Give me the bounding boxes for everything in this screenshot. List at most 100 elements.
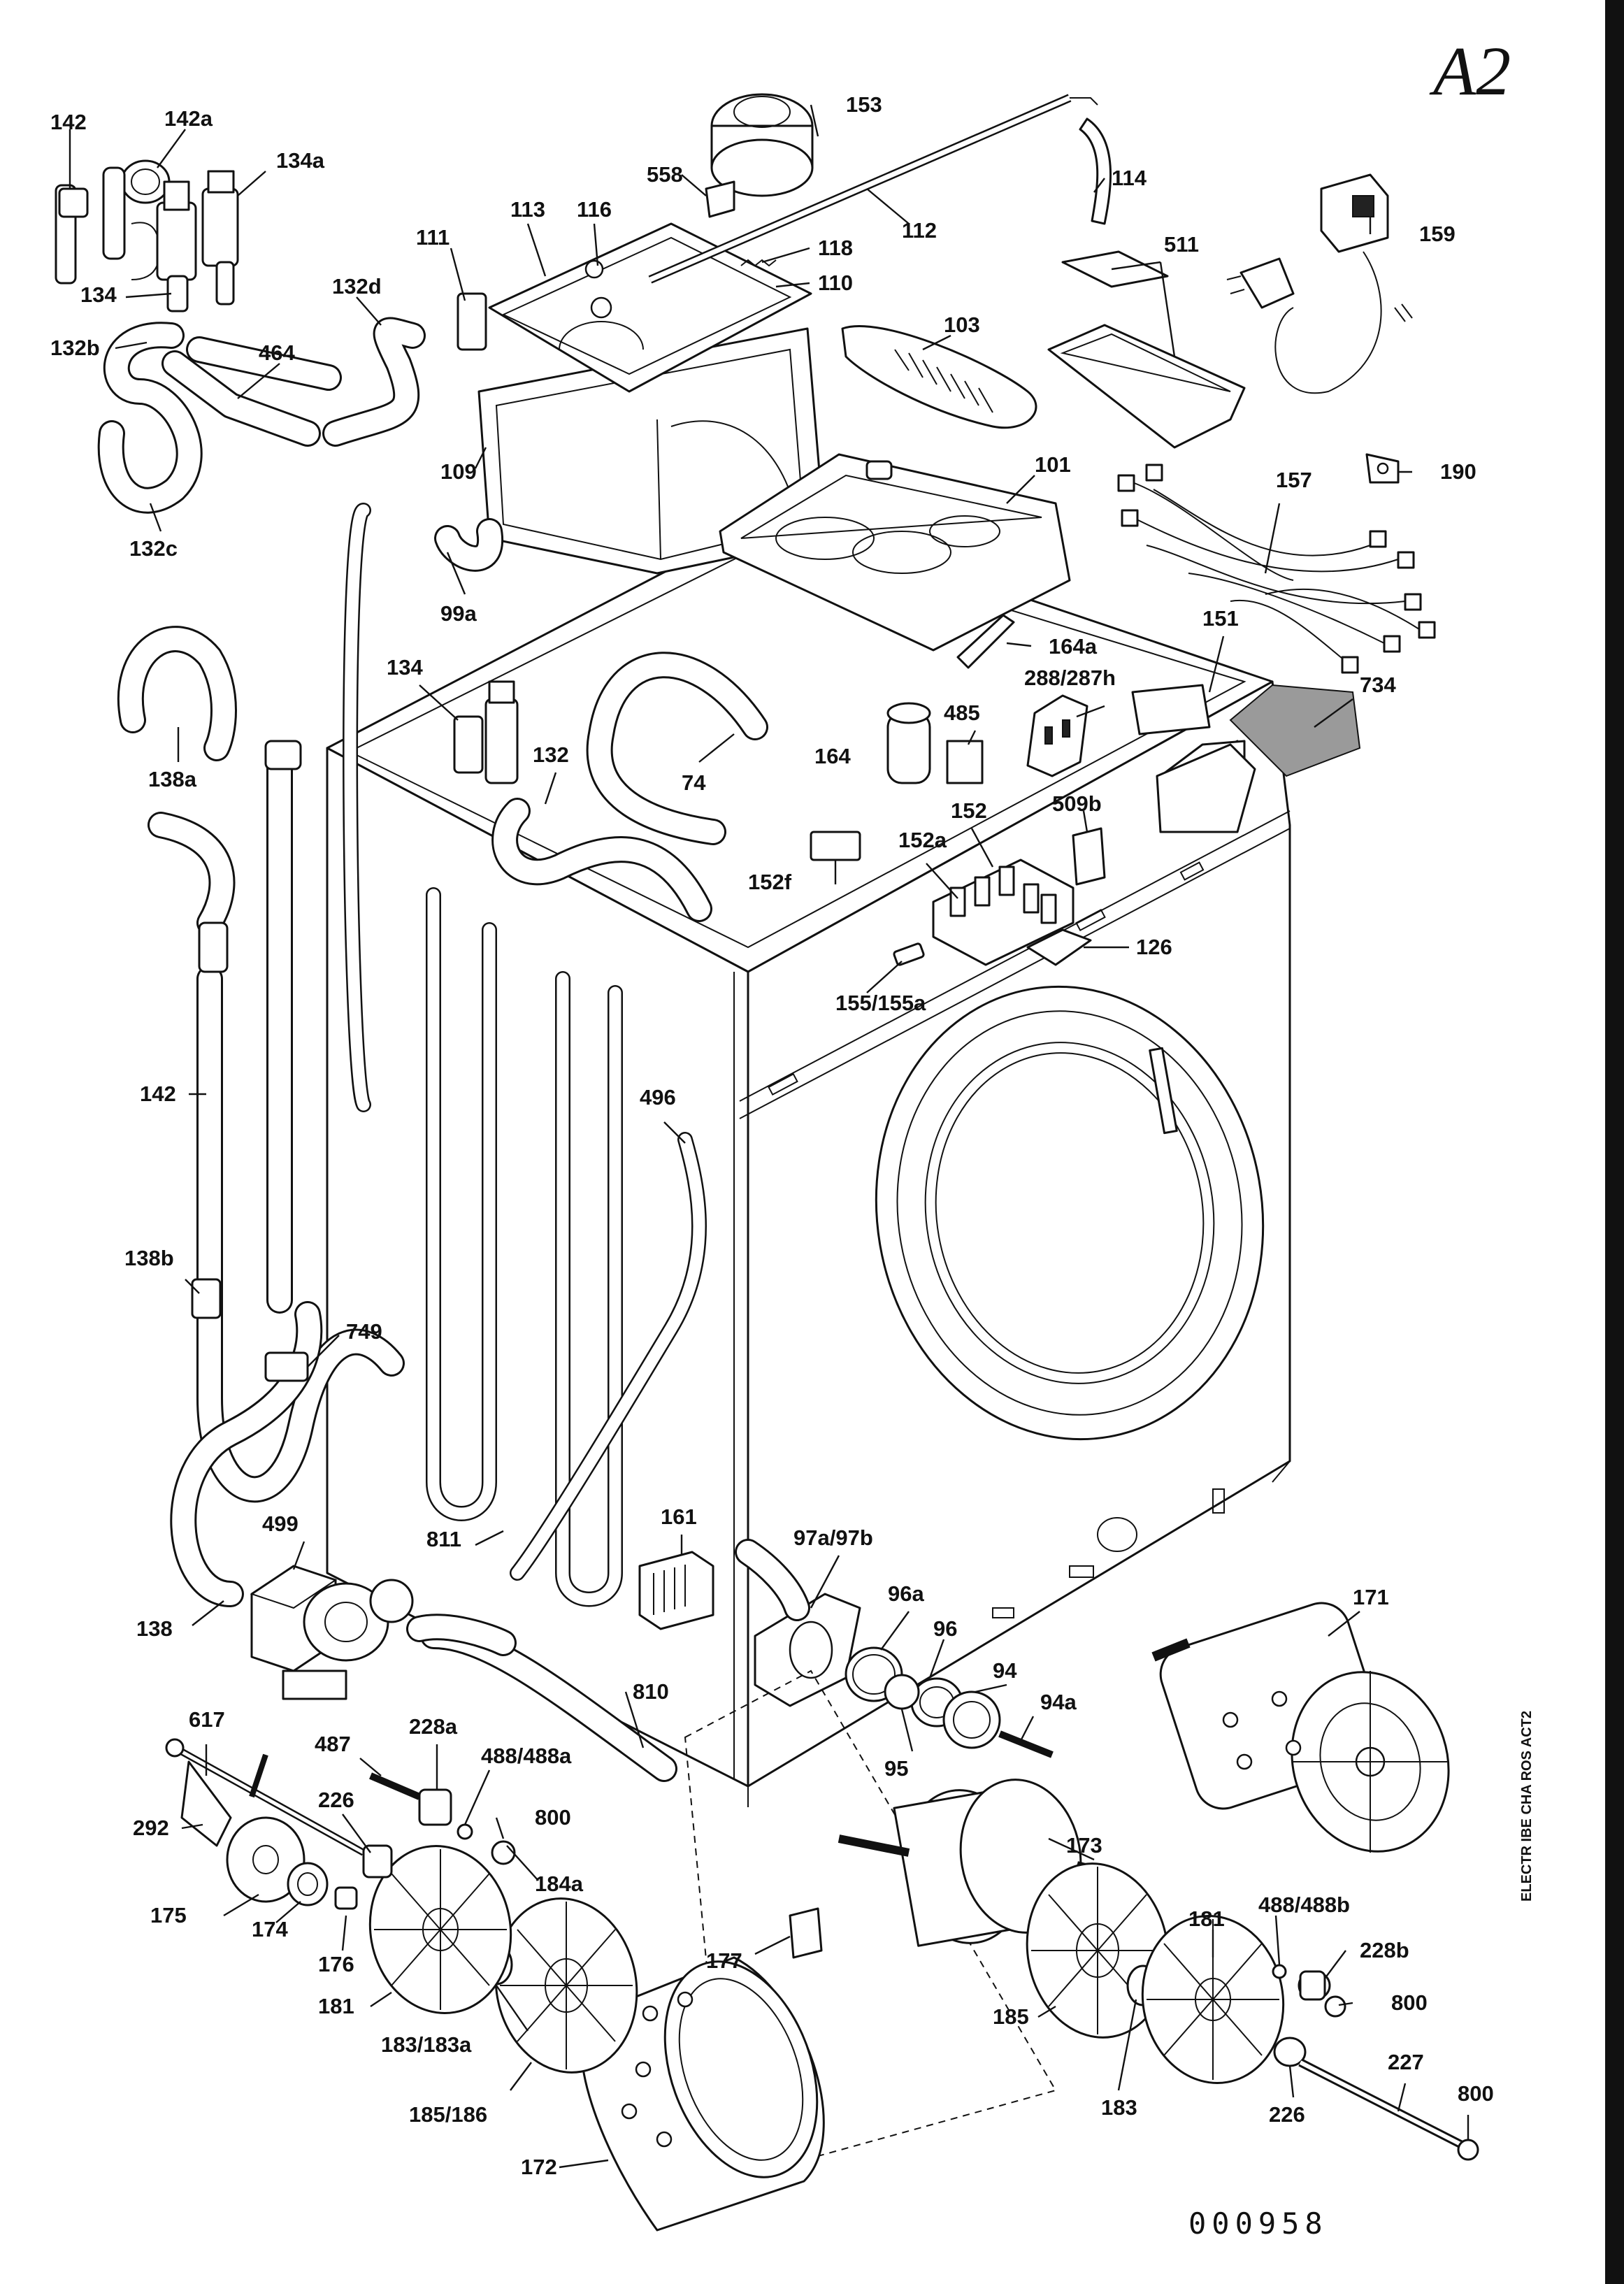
- callout-label: 226: [318, 1788, 354, 1812]
- callout-label: 185/186: [409, 2102, 487, 2127]
- callout-label: 153: [846, 92, 882, 117]
- callout-label: 181: [1188, 1906, 1225, 1931]
- callout-label: 94a: [1040, 1690, 1077, 1714]
- callout-label: 511: [1164, 232, 1199, 257]
- drain-pump: [250, 1565, 517, 1700]
- callout-label: 226: [1269, 2102, 1305, 2127]
- callout-label: 157: [1276, 468, 1312, 492]
- callout-label: 103: [944, 313, 980, 337]
- callout-label: 184a: [535, 1872, 584, 1896]
- callout-label: 113: [510, 197, 545, 222]
- callout-label: 185: [993, 2004, 1029, 2029]
- callout-label: 152f: [748, 870, 792, 894]
- callout-label: 126: [1136, 935, 1172, 959]
- callout-label: 558: [647, 162, 683, 187]
- heater-connector-fins: [653, 1565, 686, 1615]
- callout-label: 116: [577, 197, 612, 222]
- callout-label: 488/488b: [1258, 1892, 1350, 1917]
- callout-label: 487: [315, 1732, 351, 1756]
- mains-cable: [1226, 173, 1413, 394]
- callout-label: 101: [1035, 452, 1071, 477]
- sheet-id: A2: [1429, 32, 1511, 110]
- callout-label: 111: [416, 225, 450, 250]
- callout-label: 228b: [1360, 1938, 1409, 1962]
- callout-label: 132d: [332, 274, 382, 299]
- callout-label: 118: [818, 236, 853, 260]
- callout-label: 138b: [124, 1246, 174, 1270]
- callout-label: 74: [682, 770, 706, 795]
- callout-label: 110: [818, 271, 853, 295]
- callout-label: 112: [902, 218, 937, 243]
- right-shaft-parts: [1272, 1964, 1479, 2161]
- callout-label: 509b: [1052, 791, 1102, 816]
- hose-fittings: [191, 740, 309, 1382]
- callout-label: 175: [150, 1903, 187, 1927]
- callout-label: 132: [533, 742, 569, 767]
- callout-label: 496: [640, 1085, 676, 1109]
- callout-label: 134: [387, 655, 423, 680]
- callout-label: 134: [80, 282, 117, 307]
- callout-label: 488/488a: [481, 1744, 572, 1768]
- valve-134-lower: [453, 680, 519, 784]
- callout-label: 97a/97b: [793, 1525, 873, 1550]
- vertical-note: ELECTR IBE CHA ROS ACT2: [1519, 1711, 1535, 1902]
- callout-label: 151: [1202, 606, 1239, 631]
- bracket-177: [789, 1907, 823, 1959]
- callout-label: 800: [535, 1805, 571, 1830]
- flange-181-left: [368, 1845, 512, 2014]
- callout-label: 109: [440, 459, 477, 484]
- inlet-valve-assembly: [55, 159, 239, 313]
- callout-label: 172: [521, 2155, 557, 2179]
- callout-label: 152a: [898, 828, 947, 852]
- callout-label: 183: [1101, 2095, 1137, 2120]
- callout-label: 152: [951, 798, 987, 823]
- callout-label: 288/287h: [1024, 666, 1116, 690]
- motor-171: [1151, 1602, 1450, 1853]
- callout-label: 96a: [888, 1581, 924, 1606]
- callout-label: 292: [133, 1816, 169, 1840]
- callout-label: 190: [1440, 459, 1476, 484]
- wiring-harness: [1117, 453, 1436, 674]
- callout-label: 155/155a: [835, 991, 926, 1015]
- callout-label: 800: [1391, 1990, 1428, 2015]
- callout-label: 95: [884, 1756, 908, 1781]
- callout-label: 132b: [50, 336, 100, 360]
- callout-label: 499: [262, 1511, 299, 1536]
- callout-label: 485: [944, 701, 980, 725]
- callout-label: 142: [140, 1082, 176, 1106]
- flange-181-right: [1141, 1915, 1285, 2084]
- callout-label: 183/183a: [381, 2032, 472, 2057]
- inlet-hoses: [97, 317, 426, 514]
- callout-label: 164a: [1049, 634, 1098, 659]
- control-components: [810, 614, 1361, 966]
- callout-label: 173: [1066, 1833, 1102, 1858]
- callout-label: 132c: [129, 536, 178, 561]
- callout-label: 176: [318, 1952, 354, 1976]
- callout-label: 617: [189, 1707, 225, 1732]
- callout-label: 142: [50, 110, 87, 134]
- tray-103-slats: [894, 349, 993, 413]
- document-number: 000958: [1188, 2206, 1328, 2241]
- callout-label: 749: [346, 1319, 382, 1344]
- callout-label: 94: [993, 1658, 1017, 1683]
- callout-label: 464: [259, 340, 295, 365]
- callout-label: 227: [1388, 2050, 1424, 2074]
- callout-label: 99a: [440, 601, 477, 626]
- scan-edge-band: [1605, 0, 1624, 2284]
- heater-connector: [638, 1551, 714, 1630]
- callout-label: 228a: [409, 1714, 458, 1739]
- callout-label: 138: [136, 1616, 173, 1641]
- callout-label: 142a: [164, 106, 213, 131]
- callout-label: 800: [1458, 2081, 1494, 2106]
- callout-label: 811: [426, 1527, 461, 1551]
- callout-labels: 142 142a 134a 134 132b 464 132d 132c 153…: [50, 92, 1494, 2179]
- callout-label: 810: [633, 1679, 669, 1704]
- callout-label: 177: [706, 1948, 742, 1973]
- callout-label: 734: [1360, 673, 1396, 697]
- callout-label: 96: [933, 1616, 957, 1641]
- spider-185-left: [494, 1897, 638, 2074]
- door-seal-parts: [735, 1539, 1054, 1758]
- callout-label: 174: [252, 1917, 288, 1941]
- callout-label: 138a: [148, 767, 197, 791]
